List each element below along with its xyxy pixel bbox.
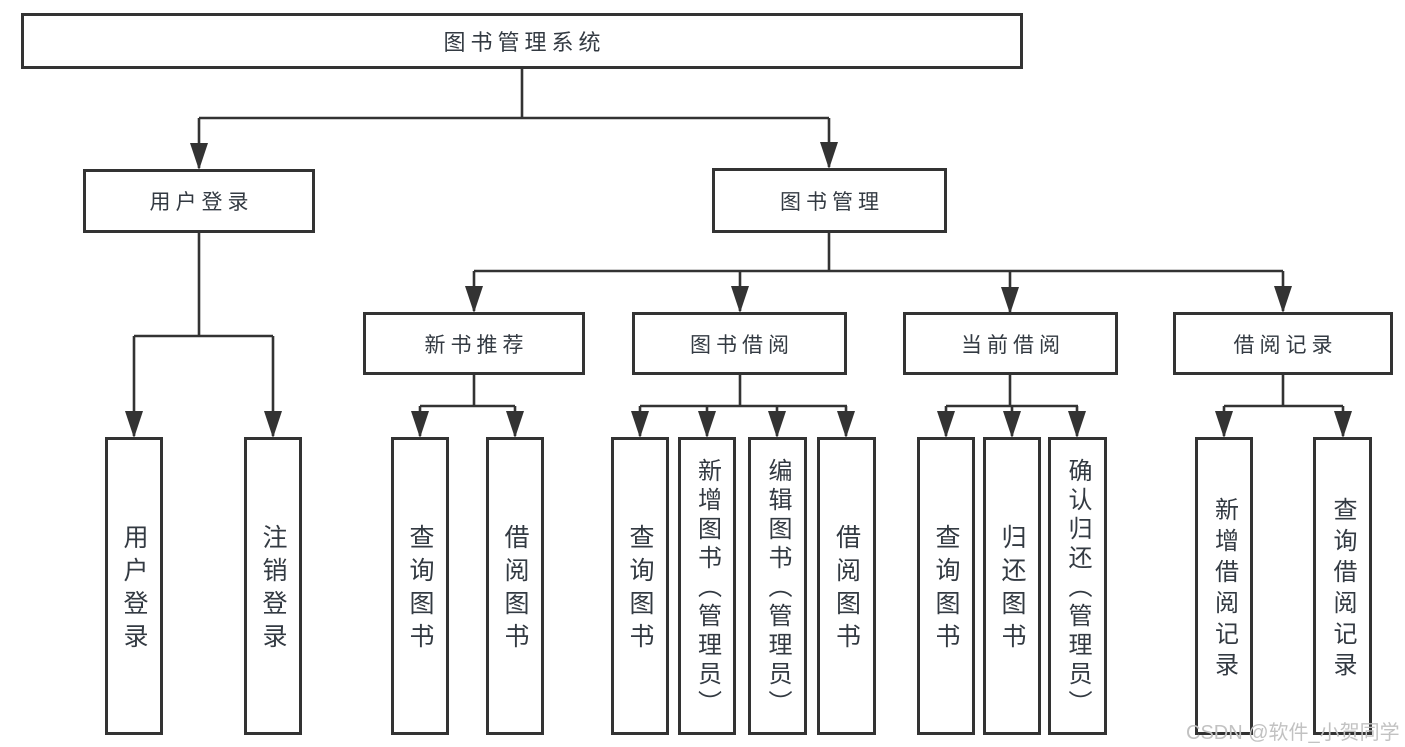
node-borrow-records: 借阅记录 — [1173, 312, 1393, 375]
leaf-borrow-borrow-book: 借阅图书 — [817, 437, 876, 735]
node-library-management-system-label: 图书管理系统 — [443, 30, 606, 55]
leaf-borrow-borrow-book-label: 借阅图书 — [832, 524, 861, 656]
leaf-user-login: 用户登录 — [105, 437, 163, 735]
node-new-book-recommend: 新书推荐 — [363, 312, 585, 375]
leaf-logout: 注销登录 — [244, 437, 302, 735]
node-book-borrow-label: 图书借阅 — [690, 333, 794, 357]
leaf-confirm-return-admin: 确认归还（管理员） — [1048, 437, 1107, 735]
leaf-user-login-label: 用户登录 — [120, 524, 148, 656]
leaf-add-borrow-record: 新增借阅记录 — [1195, 437, 1253, 735]
node-user-login: 用户登录 — [83, 169, 315, 233]
leaf-edit-book-admin-label: 编辑图书（管理员） — [764, 458, 791, 719]
leaf-recommend-borrow-book-label: 借阅图书 — [501, 524, 529, 656]
leaf-borrow-query-book-label: 查询图书 — [626, 524, 654, 656]
node-user-login-label: 用户登录 — [149, 191, 254, 214]
node-borrow-records-label: 借阅记录 — [1233, 333, 1338, 357]
leaf-confirm-return-admin-label: 确认归还（管理员） — [1064, 458, 1091, 719]
node-book-borrow: 图书借阅 — [632, 312, 847, 375]
leaf-add-book-admin-label: 新增图书（管理员） — [693, 458, 721, 719]
leaf-return-book-label: 归还图书 — [998, 524, 1026, 656]
node-current-borrow-label: 当前借阅 — [961, 333, 1065, 357]
node-book-management: 图书管理 — [712, 168, 947, 233]
node-current-borrow: 当前借阅 — [903, 312, 1118, 375]
leaf-add-borrow-record-label: 新增借阅记录 — [1210, 496, 1238, 683]
leaf-logout-label: 注销登录 — [259, 524, 287, 656]
leaf-query-borrow-record: 查询借阅记录 — [1313, 437, 1372, 735]
leaf-recommend-borrow-book: 借阅图书 — [486, 437, 544, 735]
csdn-watermark: CSDN @软件_小贺同学 — [1186, 722, 1400, 744]
node-new-book-recommend-label: 新书推荐 — [424, 333, 529, 357]
leaf-current-query-book-label: 查询图书 — [932, 524, 960, 656]
leaf-recommend-query-book-label: 查询图书 — [406, 524, 434, 656]
leaf-recommend-query-book: 查询图书 — [391, 437, 449, 735]
leaf-add-book-admin: 新增图书（管理员） — [678, 437, 736, 735]
node-library-management-system: 图书管理系统 — [21, 13, 1023, 69]
leaf-edit-book-admin: 编辑图书（管理员） — [748, 437, 807, 735]
leaf-current-query-book: 查询图书 — [917, 437, 975, 735]
leaf-return-book: 归还图书 — [983, 437, 1041, 735]
leaf-query-borrow-record-label: 查询借阅记录 — [1329, 496, 1356, 683]
leaf-borrow-query-book: 查询图书 — [611, 437, 669, 735]
node-book-management-label: 图书管理 — [780, 190, 884, 214]
